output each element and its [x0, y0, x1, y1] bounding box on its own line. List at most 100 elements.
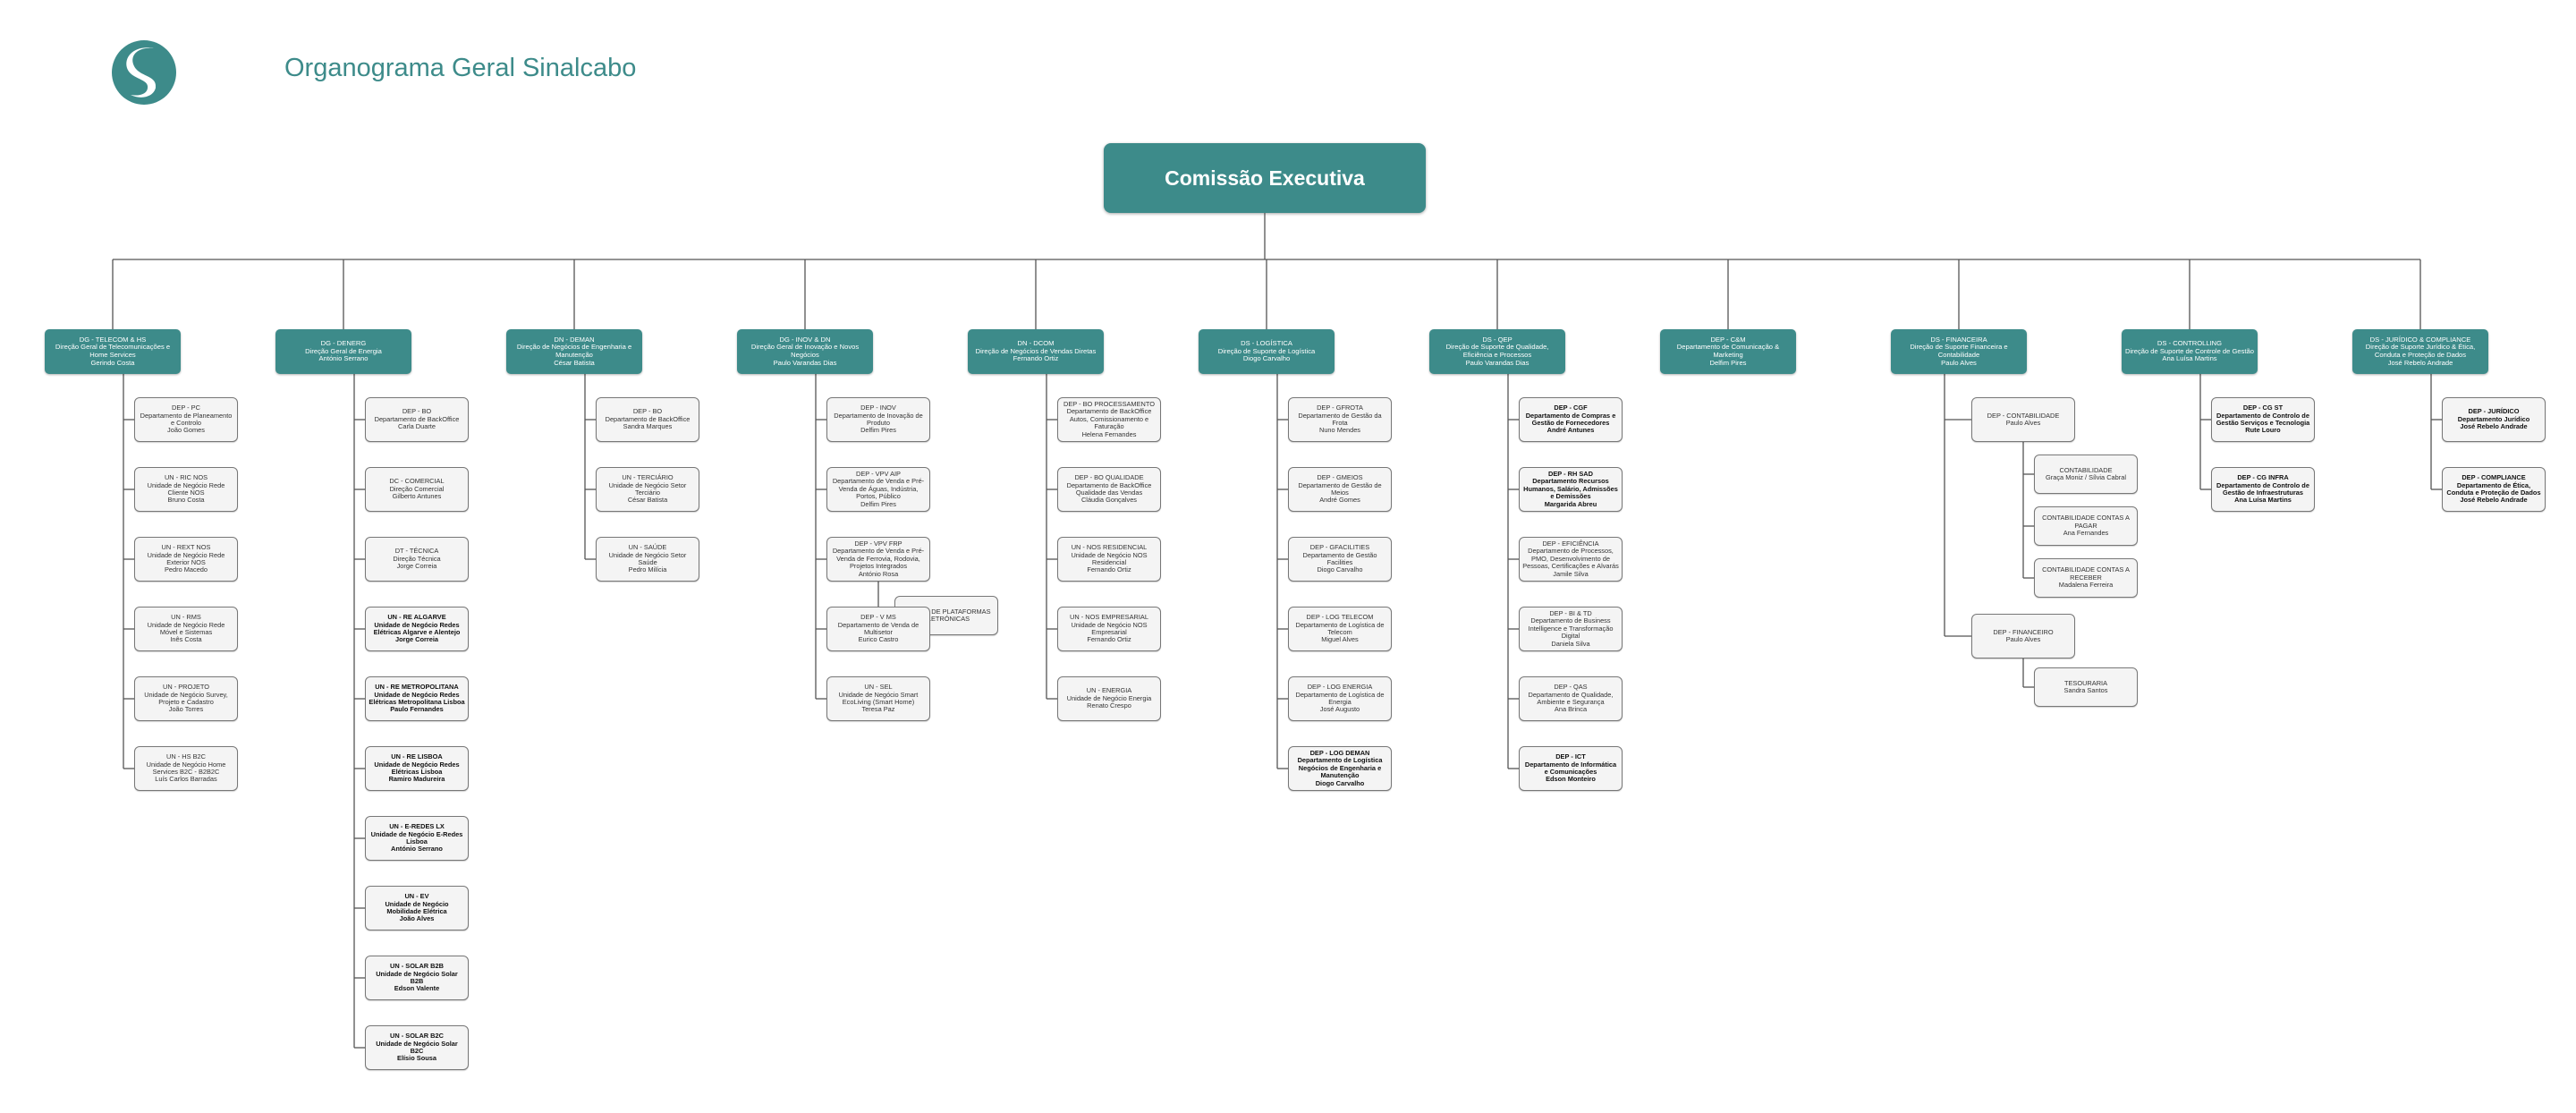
box-title: DEP - CONTABILIDADE: [1987, 411, 2060, 420]
box-text: Unidade de Negócio Mobilidade Elétrica: [385, 899, 449, 915]
box-text: Sandra Santos: [2063, 686, 2108, 694]
box-text: Madalena Ferreira: [2058, 581, 2114, 590]
box-title: DEP - GMEIOS: [1317, 473, 1363, 482]
box-text: Departamento de BackOffice Autos, Comiss…: [1066, 407, 1152, 431]
box-title: UN - SEL: [864, 683, 893, 692]
box-text: Departamento de BackOffice Qualidade das…: [1066, 480, 1152, 497]
box-title: UN - RE METROPOLITANA: [375, 683, 459, 692]
box-title: DEP - LOG TELECOM: [1306, 613, 1374, 622]
box-text: Direção de Suporte Financeira e Contabil…: [1910, 343, 2008, 359]
box-text: Paulo Fernandes: [390, 705, 444, 714]
box-text: Paulo Alves: [1941, 358, 1977, 367]
box-text: Jorge Correia: [394, 635, 439, 644]
box-text: Ana Fernandes: [2063, 529, 2109, 538]
box-text: Eurico Castro: [858, 635, 899, 644]
box-text: Departamento de Venda e Pré-Venda de Fer…: [832, 547, 925, 571]
box-text: António Serrano: [391, 845, 443, 854]
box-text: Unidade de Negócio Energia: [1066, 693, 1152, 702]
box-text: Departamento de Venda de Multisetor: [837, 620, 919, 636]
box-title: UN - RE LISBOA: [391, 752, 443, 761]
box-text: Departamento de Logística de Energia: [1295, 690, 1385, 706]
box-text: Departamento de Qualidade, Ambiente e Se…: [1528, 690, 1614, 706]
box-text: Departamento de Ética, Conduta e Proteçã…: [2446, 480, 2541, 497]
box-text: Edson Valente: [394, 984, 440, 993]
box-text: Gilberto Antunes: [392, 492, 442, 501]
box-text: Miguel Alves: [1321, 635, 1359, 644]
box-title: CONTABILIDADE CONTAS A PAGAR: [2042, 514, 2130, 530]
box-title: DN - DEMAN: [554, 335, 595, 344]
box-title: UN - REXT NOS: [161, 543, 211, 552]
box-text: Ana Luísa Martins: [2162, 354, 2217, 363]
box-text: Unidade de Negócio Rede Móvel e Sistemas: [147, 620, 225, 636]
box-text: César Batista: [554, 358, 595, 367]
box-text: Unidade de Negócio Rede Exterior NOS: [147, 550, 225, 566]
box-title: GESTÃO DE PLATAFORMAS: [902, 607, 991, 616]
box-text: Direção de Suporte de Qualidade, Eficiên…: [1445, 343, 1549, 359]
box-text: Helena Fernandes: [1081, 429, 1137, 438]
box-title: UN - SOLAR B2B: [390, 962, 444, 971]
box-text: Departamento de Controlo de Gestão Servi…: [2216, 411, 2310, 427]
box-text: Carla Duarte: [398, 422, 436, 431]
box-text: Direção de Suporte Jurídico & Ética, Con…: [2365, 343, 2476, 359]
box-text: Departamento de Gestão Facilities: [1302, 550, 1377, 566]
box-text: Elísio Sousa: [397, 1054, 436, 1063]
box-text: Direção Geral de Telecomunicações e Home…: [55, 343, 171, 359]
box-text: ELETRÓNICAS: [922, 615, 970, 623]
box-title: DT - TÉCNICA: [394, 547, 439, 556]
box-text: Fernando Ortiz: [1087, 565, 1131, 574]
box-text: José Rebelo Andrade: [2460, 496, 2528, 505]
box-title: UN - NOS EMPRESARIAL: [1070, 613, 1148, 622]
box-text: Direção de Negócios de Engenharia e Manu…: [516, 343, 632, 359]
box-text: Bruno Costa: [167, 496, 205, 505]
box-text: Fernando Ortiz: [1013, 354, 1059, 363]
box-text: Delfim Pires: [860, 499, 896, 508]
box-title: DS - JURÍDICO & COMPLIANCE: [2369, 335, 2471, 344]
box-text: Unidade de Negócio Home Services B2C - B…: [146, 760, 226, 776]
box-text: Rute Louro: [2245, 426, 2281, 435]
box-title: UN - ENERGIA: [1086, 686, 1132, 695]
box-text: Teresa Paz: [861, 705, 895, 714]
sinalcabo-logo: [111, 39, 177, 106]
box-title: DEP - CG INFRA: [2237, 473, 2289, 482]
box-text: Departamento de BackOffice: [605, 414, 691, 423]
box-text: Unidade de Negócio Rede Cliente NOS: [147, 480, 225, 497]
box-text: Departamento de Gestão da Frota: [1298, 411, 1382, 427]
box-title: DEP - JURÍDICO: [2468, 407, 2520, 416]
box-title: DEP - ICT: [1555, 752, 1586, 761]
box-text: Departamento Jurídico: [2457, 414, 2530, 423]
box-title: TESOURARIA: [2063, 678, 2108, 687]
box-text: Direção Comercial: [389, 484, 445, 493]
box-title: DEP - PC: [172, 404, 200, 412]
box-title: UN - RIC NOS: [164, 473, 208, 482]
box-text: António Serrano: [318, 354, 369, 363]
box-title: DEP - GFROTA: [1317, 404, 1363, 412]
box-text: Departamento de BackOffice: [374, 414, 460, 423]
box-title: DEP - COMPLIANCE: [2462, 473, 2526, 482]
box-title: DS - CONTROLLING: [2157, 339, 2223, 348]
